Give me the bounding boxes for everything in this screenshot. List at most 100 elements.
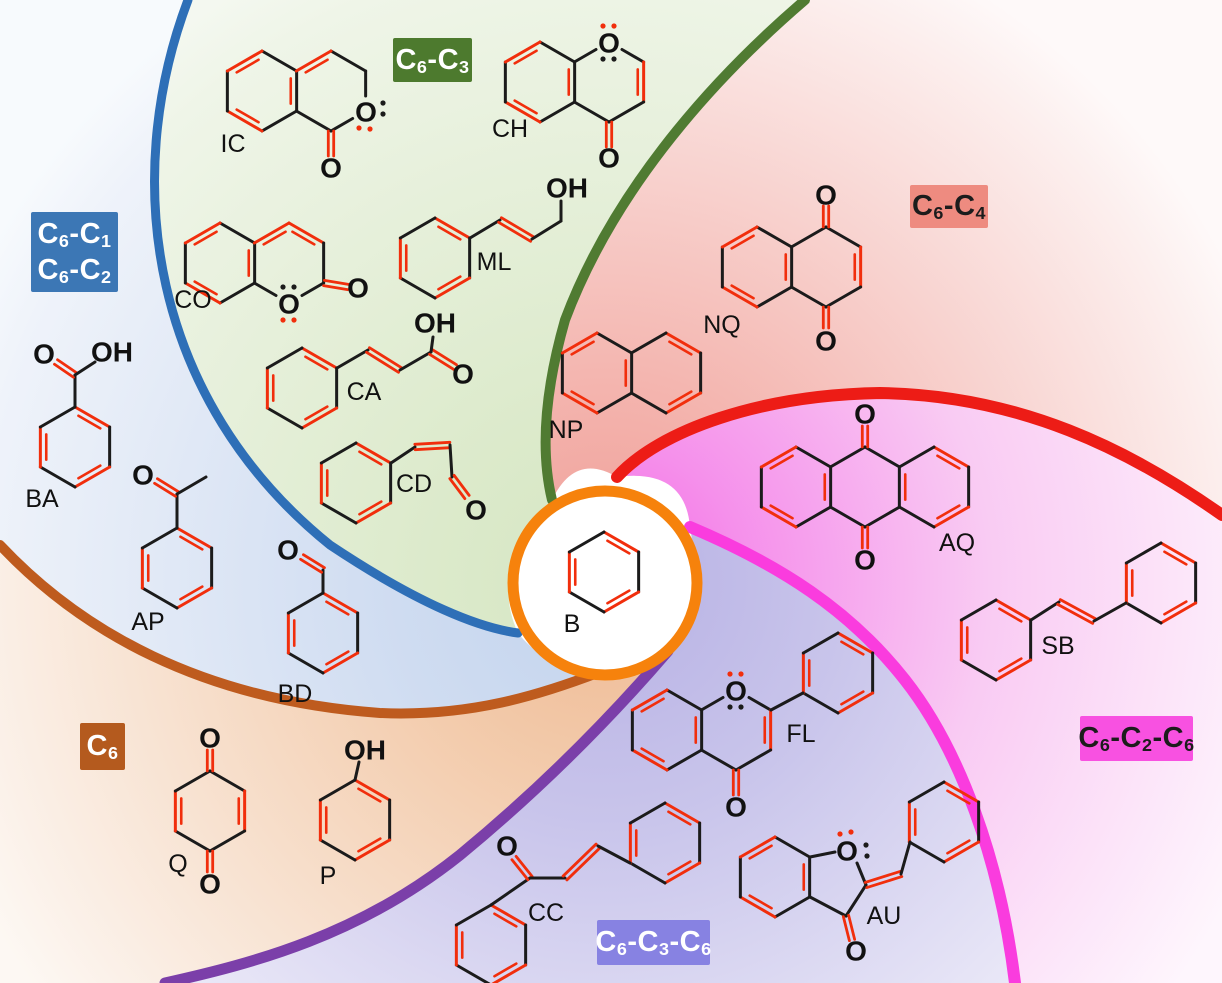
bond	[319, 501, 358, 525]
bond	[946, 839, 971, 855]
bond	[759, 445, 798, 469]
bond	[413, 440, 452, 446]
bond	[329, 117, 355, 133]
bond	[932, 445, 971, 469]
region-c6c1-c6c2	[0, 0, 600, 714]
atom-label: O	[452, 359, 474, 390]
bond	[491, 963, 528, 983]
bond	[265, 406, 304, 430]
bond	[1163, 550, 1188, 566]
bond	[1159, 601, 1198, 625]
category-box-c6: C6	[80, 723, 125, 770]
bond	[899, 840, 912, 876]
category-box-c6-c3: C6-C3	[393, 38, 472, 82]
bond	[561, 842, 598, 878]
bond	[667, 860, 692, 876]
bond	[1058, 598, 1097, 621]
bond	[994, 658, 1033, 682]
bond	[265, 346, 304, 370]
bond	[321, 591, 360, 615]
bond	[664, 331, 703, 355]
bond	[431, 348, 458, 367]
bond	[493, 962, 518, 978]
bond	[448, 443, 454, 479]
center-circle	[507, 485, 703, 681]
bond	[1124, 601, 1163, 625]
atom-label: O	[347, 273, 369, 304]
bond	[262, 230, 287, 246]
bond	[998, 657, 1023, 673]
atom-label: O	[836, 836, 858, 867]
bond	[260, 49, 299, 73]
bond	[353, 760, 361, 782]
lone-pair-dot	[380, 100, 386, 106]
bond	[668, 340, 693, 356]
bond	[329, 49, 368, 73]
atom-label: O	[598, 28, 620, 59]
bond	[225, 49, 264, 73]
bond	[828, 445, 867, 469]
bond	[73, 465, 112, 489]
bond	[863, 505, 902, 529]
bond	[538, 40, 577, 64]
bond	[936, 504, 961, 520]
bond	[1159, 541, 1198, 565]
bond	[73, 405, 112, 429]
lone-pair-dot	[600, 23, 606, 29]
bond	[748, 844, 773, 860]
bond	[252, 281, 278, 297]
compound-label-Q: Q	[168, 850, 187, 878]
bond	[606, 539, 631, 555]
bond	[358, 450, 383, 466]
compound-label-B: B	[564, 610, 581, 638]
atom-label: O	[355, 97, 377, 128]
bond	[428, 352, 455, 371]
bond	[840, 640, 865, 656]
atom-label: OH	[344, 735, 386, 766]
bond	[628, 861, 667, 885]
region-c6-c2-c6	[617, 393, 1222, 983]
bond	[567, 590, 606, 614]
compound-CC: OCC	[454, 801, 702, 983]
lone-pair-dot	[837, 831, 843, 837]
atom-label: O	[815, 326, 837, 357]
category-label-c6-c4: C6-C4	[911, 190, 987, 224]
bond	[847, 913, 857, 941]
bond	[730, 284, 755, 300]
bond	[932, 505, 971, 529]
bond	[595, 391, 634, 415]
category-label-c6: C6	[86, 730, 119, 764]
bond	[335, 348, 370, 370]
bond	[357, 787, 382, 803]
bond	[629, 391, 668, 415]
compound-label-CO: CO	[174, 286, 212, 314]
bond	[319, 441, 358, 465]
bond	[667, 810, 692, 826]
bond	[789, 285, 828, 309]
bond	[665, 748, 704, 772]
bond	[1056, 602, 1095, 625]
compound-SB: SB	[959, 541, 1198, 682]
bond	[801, 691, 840, 715]
category-label-c6c1: C6-C1	[37, 217, 112, 251]
bond	[959, 598, 998, 622]
bond	[304, 405, 329, 421]
bond	[841, 915, 851, 943]
lone-pair-dot	[727, 671, 733, 677]
lone-pair-dot	[727, 704, 733, 710]
bond	[572, 48, 598, 64]
bond	[398, 216, 437, 240]
bond	[602, 530, 641, 554]
bond	[398, 350, 433, 372]
bond	[773, 835, 812, 859]
bond	[38, 465, 77, 489]
category-label-c6-c3-c6: C6-C3-C6	[595, 926, 712, 960]
bond	[175, 526, 214, 550]
bond	[699, 696, 725, 712]
compound-label-NP: NP	[549, 416, 584, 444]
bond	[808, 850, 837, 859]
bond	[302, 553, 326, 570]
